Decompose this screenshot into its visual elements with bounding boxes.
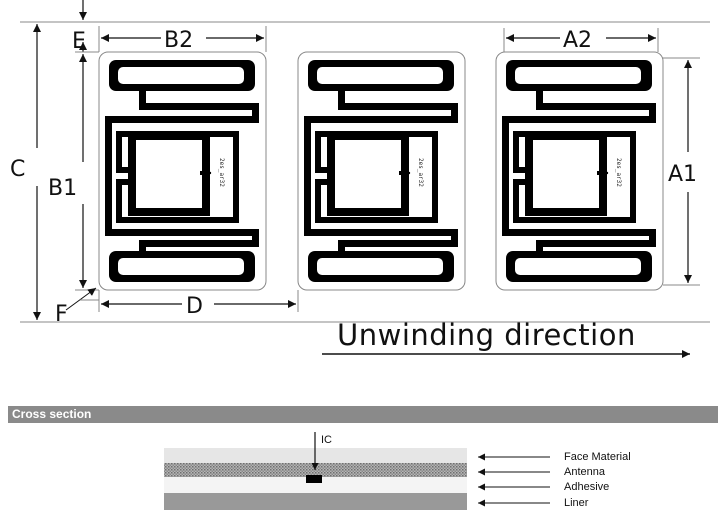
dim-b2-label: B2 [164,28,193,53]
dim-d-label: D [186,294,203,319]
dim-f-label: F [55,302,68,327]
dim-b1-label: B1 [48,176,77,201]
cross-section-diagram: IC Face Material Antenna Adhesive Liner [164,432,631,510]
label-dimension-diagram: 2es_ar32 E B2 A2 C B1 A1 F D Unwindin [10,0,710,358]
liner-layer [164,493,467,510]
ic-chip [306,475,322,483]
layer-label-liner: Liner [564,497,589,509]
ic-label: IC [321,434,332,446]
label-2 [297,51,466,291]
dim-e-label: E [72,29,86,54]
layer-label-antenna: Antenna [564,466,606,478]
label-1 [98,51,267,291]
unwinding-direction-label: Unwinding direction [337,318,636,352]
layer-label-adhesive: Adhesive [564,481,609,493]
dim-a1-label: A1 [668,162,697,187]
cross-section-title: Cross section [12,407,92,421]
adhesive-layer [164,477,467,493]
dim-c-label: C [10,157,25,182]
dim-a2-label: A2 [563,28,592,53]
layer-label-face-material: Face Material [564,451,631,463]
label-3 [495,51,664,291]
cross-section-header: Cross section [8,406,718,423]
